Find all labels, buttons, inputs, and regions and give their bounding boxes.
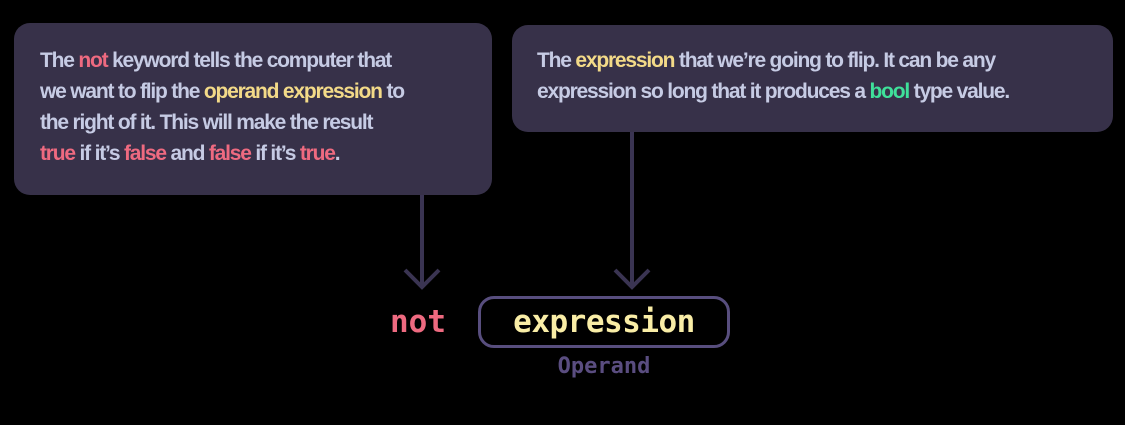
text-line: The expression that we’re going to flip.… xyxy=(537,45,1113,76)
not-keyword-code: not xyxy=(390,304,446,340)
text-segment: type value. xyxy=(909,80,1011,103)
text-segment: true xyxy=(299,142,336,165)
text-segment: keyword tells the computer that xyxy=(107,49,392,72)
text-line: we want to flip the operand expression t… xyxy=(40,76,492,107)
text-segment: if it’s xyxy=(74,142,124,165)
text-segment: expression xyxy=(575,49,675,72)
text-line: The not keyword tells the computer that xyxy=(40,45,492,76)
text-segment: bool xyxy=(869,80,910,103)
text-segment: false xyxy=(208,142,252,165)
text-segment: The xyxy=(40,49,79,72)
callout-expression: The expression that we’re going to flip.… xyxy=(512,25,1113,132)
text-segment: expression so long that it produces a xyxy=(537,80,870,103)
text-segment: we want to flip the xyxy=(40,80,204,103)
callout-expression-text: The expression that we’re going to flip.… xyxy=(537,45,1113,107)
text-segment: false xyxy=(123,142,167,165)
text-segment: operand expression xyxy=(203,80,383,103)
operand-caption: Operand xyxy=(557,354,651,379)
text-segment: if it’s xyxy=(250,142,300,165)
expression-box: expression xyxy=(478,296,730,348)
text-line: true if it’s false and false if it’s tru… xyxy=(40,138,492,169)
text-line: the right of it. This will make the resu… xyxy=(40,107,492,138)
expression-box-label: expression xyxy=(513,304,695,340)
down-arrow-right-icon xyxy=(613,132,651,290)
text-line: expression so long that it produces a bo… xyxy=(537,76,1113,107)
down-arrow-left-icon xyxy=(403,195,441,290)
text-segment: and xyxy=(165,142,209,165)
text-segment: not xyxy=(78,49,108,72)
text-segment: that we’re going to flip. It can be any xyxy=(674,49,996,72)
text-segment: to xyxy=(381,80,405,103)
text-segment: true xyxy=(40,142,76,165)
text-segment: the right of it. This will make the resu… xyxy=(40,111,374,134)
text-segment: . xyxy=(334,142,341,165)
text-segment: The xyxy=(537,49,576,72)
